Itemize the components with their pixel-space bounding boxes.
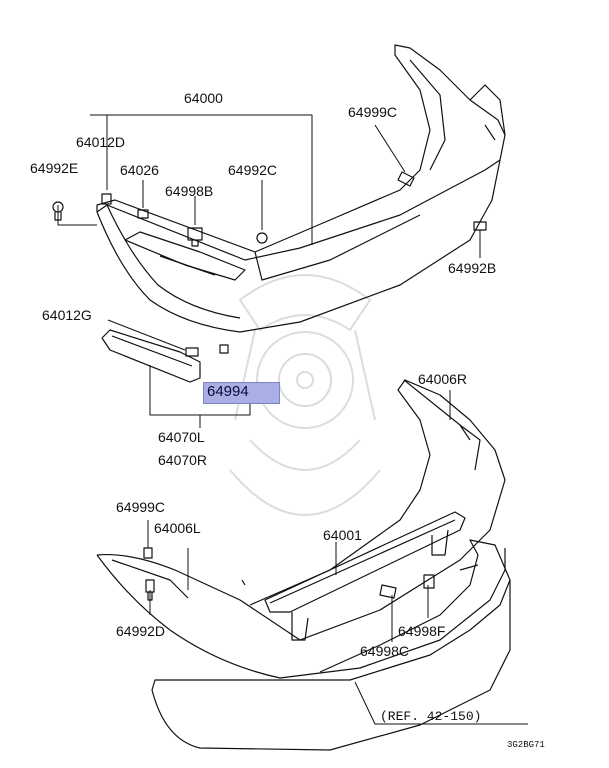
- label-64000: 64000: [184, 90, 223, 106]
- label-64992c: 64992C: [228, 162, 278, 178]
- label-64998b: 64998B: [165, 183, 214, 199]
- label-64998f: 64998F: [398, 623, 446, 639]
- label-64998c: 64998C: [360, 643, 410, 659]
- label-64012d: 64012D: [76, 134, 126, 150]
- lower-bumper: [96, 379, 506, 641]
- highlight-box: [203, 382, 280, 404]
- label-64070l: 64070L: [158, 429, 205, 445]
- label-64001: 64001: [323, 527, 362, 543]
- label-64994-highlighted[interactable]: 64994: [207, 383, 249, 400]
- label-64006l: 64006L: [154, 520, 201, 536]
- reinforcement-beam: [264, 511, 466, 613]
- label-64026: 64026: [120, 162, 159, 178]
- label-64006r: 64006R: [418, 371, 468, 387]
- label-64992b: 64992B: [448, 260, 497, 276]
- diagram-code: 3G2BG71: [507, 740, 545, 750]
- reflector-strip: [101, 329, 201, 383]
- under-panel: [151, 539, 511, 691]
- upper-bumper: [96, 44, 506, 261]
- label-64999c-upper: 64999C: [348, 104, 398, 120]
- reference-note: (REF. 42-150): [380, 709, 482, 724]
- lower-fastener-icons: [143, 547, 435, 601]
- fastener-icons: [52, 171, 487, 357]
- label-64070r: 64070R: [158, 452, 208, 468]
- watermark-logo: [229, 274, 381, 516]
- label-64012g: 64012G: [42, 307, 92, 323]
- label-64992d: 64992D: [116, 623, 166, 639]
- label-64992e: 64992E: [30, 160, 79, 176]
- label-64999c-lower: 64999C: [116, 499, 166, 515]
